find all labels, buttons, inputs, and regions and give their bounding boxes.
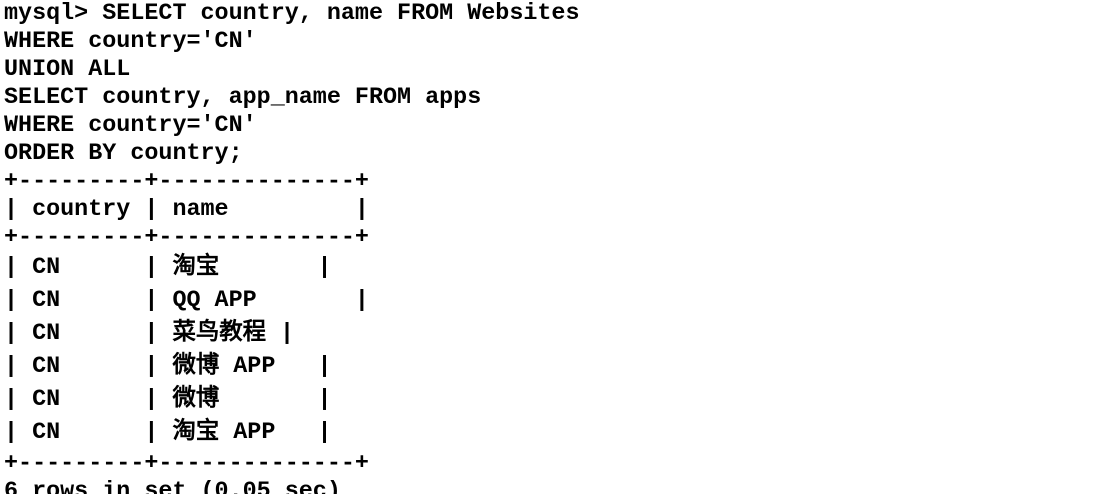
- query-line-3: UNION ALL: [4, 57, 131, 83]
- table-header-line: | country | name |: [4, 197, 369, 223]
- query-line-6: ORDER BY country;: [4, 141, 243, 167]
- table-row: | CN | 淘宝 APP |: [4, 420, 332, 446]
- table-row: | CN | 微博 APP |: [4, 354, 332, 380]
- query-line-1: mysql> SELECT country, name FROM Website…: [4, 1, 580, 27]
- table-row: | CN | 菜鸟教程 |: [4, 321, 295, 347]
- table-border-bottom: +---------+--------------+: [4, 451, 369, 477]
- status-line: 6 rows in set (0.05 sec): [4, 479, 341, 494]
- table-border-top: +---------+--------------+: [4, 169, 369, 195]
- query-line-4: SELECT country, app_name FROM apps: [4, 85, 482, 111]
- table-row: | CN | QQ APP |: [4, 288, 369, 314]
- table-row: | CN | 微博 |: [4, 387, 332, 413]
- table-border-mid: +---------+--------------+: [4, 225, 369, 251]
- query-line-5: WHERE country='CN': [4, 113, 257, 139]
- table-row: | CN | 淘宝 |: [4, 255, 332, 281]
- query-line-2: WHERE country='CN': [4, 29, 257, 55]
